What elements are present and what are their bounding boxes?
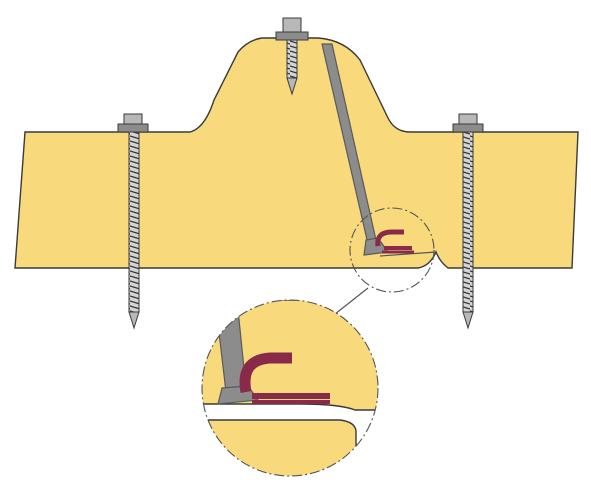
detail-leader-line [329, 287, 369, 319]
self-drilling-screw-icon [452, 113, 484, 330]
panel-seam-line [379, 251, 437, 257]
gasket-seal [375, 229, 414, 254]
self-drilling-screw-icon [117, 113, 149, 330]
detail-marker-circle [349, 207, 435, 293]
enlarged-detail-view [201, 299, 379, 477]
self-drilling-screw-icon [275, 17, 309, 96]
